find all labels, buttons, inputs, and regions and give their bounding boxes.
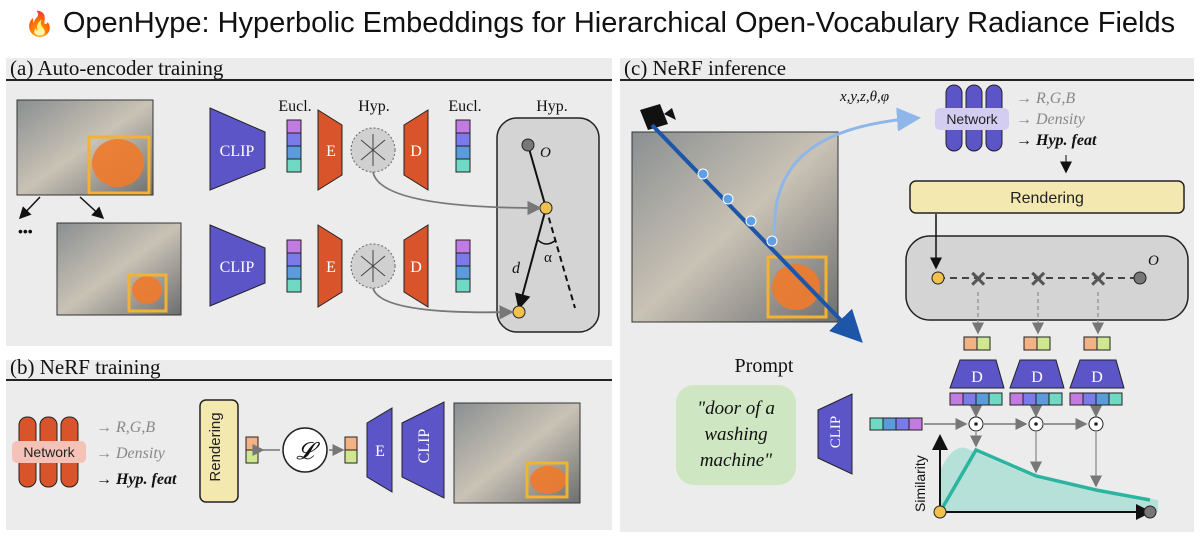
network-block-b: Network (12, 416, 86, 488)
svg-text:E: E (326, 143, 336, 160)
panel-c-heading: (c) NeRF inference (624, 56, 786, 80)
col-hyp-1: Hyp. (358, 98, 390, 115)
output-rgb-b: → R,G,B (96, 419, 155, 436)
text-embedding-vector (869, 417, 923, 431)
network-block-c: Network (935, 84, 1009, 152)
split-arrow-right (79, 196, 105, 220)
decoder-label-1: D (971, 369, 983, 386)
feature-vector-b-2 (344, 436, 358, 464)
output-hypfeat-c: → Hyp. feat (1016, 132, 1097, 149)
svg-text:×: × (1030, 263, 1046, 294)
prompt-box: "door of a washing machine" (676, 385, 796, 485)
loss-circle: 𝓛 (282, 427, 328, 473)
decoder-column-1: D (949, 292, 1005, 432)
svg-text:CLIP: CLIP (416, 429, 433, 464)
svg-text:Network: Network (946, 111, 998, 127)
prompt-line-2: washing (704, 424, 767, 445)
encoder-block-b: E (366, 407, 393, 493)
embed-arrow-top (372, 171, 542, 216)
clip-block-top: CLIP (209, 107, 266, 191)
clip-block-c: CLIP (817, 393, 853, 475)
eucl-vector-top-2 (455, 119, 471, 173)
panel-b: (b) NeRF training Network → R,G,B → Dens… (6, 355, 612, 530)
col-eucl-2: Eucl. (448, 98, 481, 115)
rendering-block-b: Rendering (199, 399, 239, 503)
ray-to-network-arrow (773, 107, 921, 237)
hyp-tree-bottom (350, 243, 396, 289)
page-title: 🔥 OpenHype: Hyperbolic Embeddings for Hi… (0, 0, 1200, 46)
svg-text:E: E (375, 443, 385, 460)
rendering-block-c: Rendering (909, 180, 1185, 214)
angle-label: α (544, 250, 552, 266)
svg-text:CLIP: CLIP (828, 416, 844, 449)
prompt-line-3: machine" (700, 450, 773, 471)
decoder-column-3: D (1069, 292, 1125, 432)
output-rgb-c: → R,G,B (1016, 90, 1075, 107)
split-arrow-left (18, 196, 41, 220)
svg-text:Rendering: Rendering (1010, 190, 1084, 207)
eucl-vector-bottom-1 (286, 239, 302, 293)
svg-text:×: × (970, 263, 986, 294)
panel-a-heading: (a) Auto-encoder training (10, 56, 224, 80)
panel-a: (a) Auto-encoder training ••• Eucl. Hyp.… (6, 56, 612, 346)
panel-c: (c) NeRF inference x,y,z,θ,φ Network → (620, 56, 1194, 532)
hyp-tree-top (350, 127, 396, 173)
embed-arrow-bottom (372, 287, 514, 320)
col-eucl-1: Eucl. (278, 98, 311, 115)
similarity-plot (932, 432, 1158, 520)
svg-text:×: × (1090, 263, 1106, 294)
eucl-vector-bottom-2 (455, 239, 471, 293)
decoder-label-3: D (1091, 369, 1103, 386)
encoder-block-top: E (317, 109, 343, 191)
svg-text:E: E (326, 259, 336, 276)
eucl-vector-top-1 (286, 119, 302, 173)
hyperbolic-strip: × × × (905, 214, 1189, 321)
clip-block-bottom: CLIP (209, 224, 266, 307)
clip-block-b: CLIP (401, 401, 445, 499)
hyperbolic-space-box (496, 117, 600, 333)
svg-text:Rendering: Rendering (207, 412, 224, 481)
col-hyp-2: Hyp. (536, 98, 568, 115)
prompt-title: Prompt (735, 355, 794, 377)
photo-b (453, 402, 581, 504)
decoder-label-2: D (1031, 369, 1043, 386)
svg-text:Network: Network (23, 444, 75, 460)
feature-vector-b-1 (245, 436, 259, 464)
photo-top (16, 99, 154, 196)
similarity-label: Similarity (912, 455, 928, 512)
prompt-line-1: "door of a (697, 398, 775, 419)
output-density-c: → Density (1016, 111, 1086, 128)
panel-b-heading: (b) NeRF training (10, 355, 161, 379)
title-text: OpenHype: Hyperbolic Embeddings for Hier… (62, 7, 1176, 39)
decoder-block-top: D (403, 109, 429, 191)
photo-c (631, 131, 839, 323)
output-hypfeat-b: → Hyp. feat (96, 471, 177, 488)
decoder-column-2: D (1009, 292, 1065, 432)
svg-text:CLIP: CLIP (220, 259, 255, 276)
output-density-b: → Density (96, 445, 166, 462)
fire-icon: 🔥 (24, 11, 55, 38)
origin-label-a: O (540, 145, 551, 161)
ray-params: x,y,z,θ,φ (839, 89, 889, 105)
camera-ray (650, 123, 863, 343)
svg-text:CLIP: CLIP (220, 143, 255, 160)
camera-icon (640, 104, 676, 130)
encoder-block-bottom: E (317, 224, 343, 308)
origin-label-c: O (1148, 253, 1159, 269)
decoder-block-bottom: D (403, 224, 429, 308)
distance-label: d (512, 260, 521, 277)
ellipsis-text: ••• (18, 223, 33, 239)
svg-text:D: D (410, 143, 422, 160)
svg-text:D: D (410, 259, 422, 276)
photo-bottom (56, 222, 182, 316)
